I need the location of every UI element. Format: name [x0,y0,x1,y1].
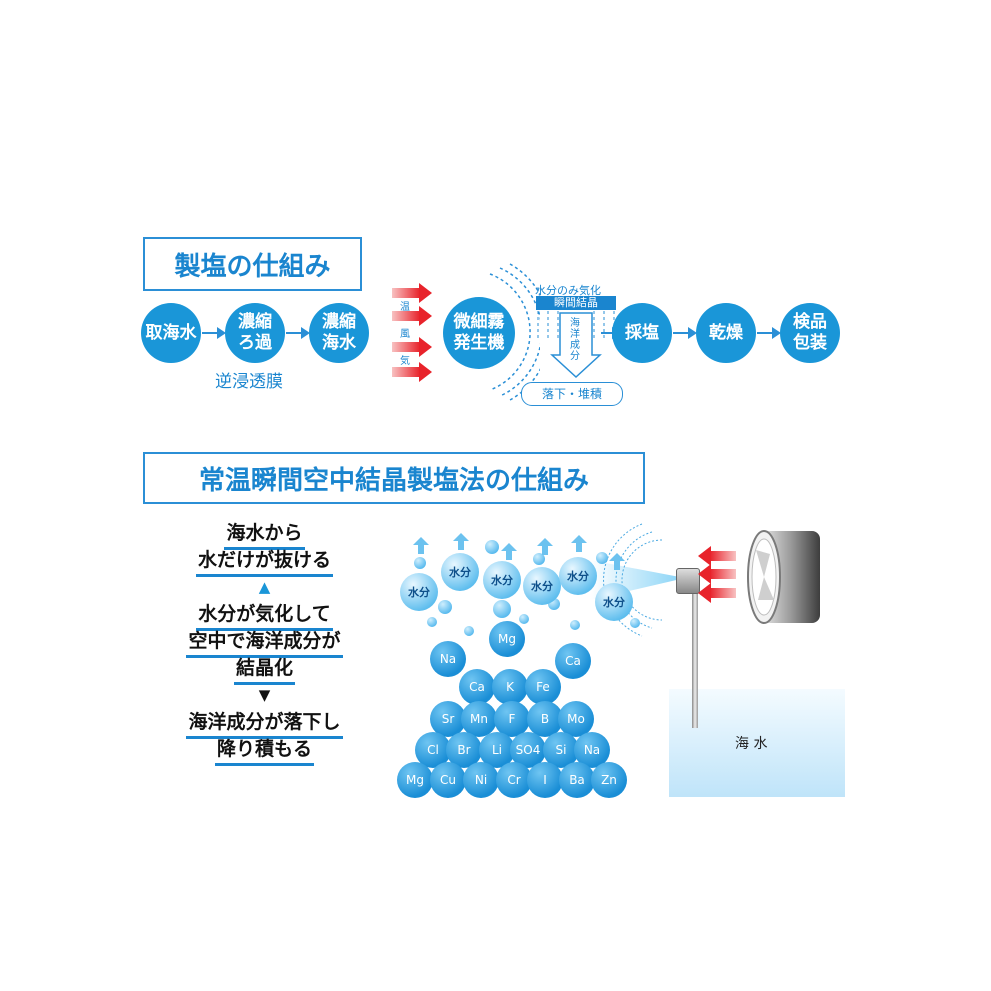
section1-title: 製塩の仕組み [143,237,362,291]
ion: Na [430,641,466,677]
step-intake: 取海水 [141,303,201,363]
ion: Ni [463,762,499,798]
warm-air-arrow [392,362,432,382]
warm-air-label: 温 [400,302,410,313]
ion: Mg [489,621,525,657]
ion: Mo [558,701,594,737]
step-dry-label: 乾燥 [709,322,743,343]
step-intake-label: 取海水 [145,322,197,343]
mist-wave-icon [489,263,540,401]
droplet [596,552,608,564]
ion: Zn [591,762,627,798]
water-bubble: 水分 [441,553,479,591]
flow-arrow [286,327,310,339]
ion: Ba [559,762,595,798]
air-intake-arrow [710,551,736,561]
rising-arrow-icon [609,553,625,570]
ion: Sr [430,701,466,737]
step-text: 海洋成分が落下し [186,709,343,739]
ion: Cr [496,762,532,798]
fan-icon [747,530,820,624]
droplet [438,600,452,614]
ion: Mg [397,762,433,798]
step-text: 空中で海洋成分が [186,628,343,658]
step-text: 結晶化 [233,655,295,685]
warm-air-arrow [392,283,432,303]
falling-lines-icon [537,311,615,379]
ion: I [527,762,563,798]
flow-arrow [202,327,226,339]
seawater-tank: 海 水 [669,689,845,797]
flow-arrow [673,327,697,339]
droplet [485,540,499,554]
water-bubble: 水分 [559,557,597,595]
ion: B [527,701,563,737]
step-package: 検品 包装 [780,303,840,363]
rising-arrow-icon [453,533,469,550]
step-mist-generator: 微細霧 発生機 [443,297,515,369]
step-mist-generator-label: 微細霧 発生機 [453,312,505,353]
droplet [493,600,511,618]
step-text: 降り積もる [214,736,314,766]
step-text: 水分が気化して [196,601,333,631]
air-intake-arrow [710,588,736,598]
step-filter: 濃縮 ろ過 [225,303,285,363]
step-concentrated: 濃縮 海水 [309,303,369,363]
ion: F [494,701,530,737]
section2-title: 常温瞬間空中結晶製塩法の仕組み [143,452,645,504]
ion: Ca [555,643,591,679]
marine-label: 海洋成分 [570,318,580,362]
step-dry: 乾燥 [696,303,756,363]
water-bubble: 水分 [400,573,438,611]
fall-label: 落下・堆積 [521,382,623,406]
droplet [464,626,474,636]
arrow-up-icon: ▲ [258,578,271,596]
ion: Cu [430,762,466,798]
warm-air-arrow [392,337,432,357]
step-text: 海水から [224,520,305,550]
step-harvest-label: 採塩 [625,322,659,343]
arrow-down-icon: ▼ [258,686,271,704]
pipe [692,580,698,728]
rising-arrow-icon [537,538,553,555]
warm-air-label: 風 [400,329,410,340]
membrane-label: 逆浸透膜 [215,372,283,392]
explanation-steps: 海水から 水だけが抜ける ▲ 水分が気化して 空中で海洋成分が 結晶化 ▼ 海洋… [172,520,357,766]
droplet [414,557,426,569]
crystal-label: 瞬間結晶 [536,296,616,310]
step-harvest: 採塩 [612,303,672,363]
warm-air-arrow [392,306,432,326]
warm-air-label: 気 [400,356,410,367]
rising-arrow-icon [413,537,429,554]
water-bubble: 水分 [483,561,521,599]
air-intake-arrow [710,569,736,579]
step-text: 水だけが抜ける [195,547,333,577]
rising-arrow-icon [501,543,517,560]
droplet [533,553,545,565]
step-filter-label: 濃縮 ろ過 [238,312,272,353]
water-bubble: 水分 [595,583,633,621]
step-package-label: 検品 包装 [793,312,827,353]
ion: K [492,669,528,705]
ion: Ca [459,669,495,705]
water-bubble: 水分 [523,567,561,605]
rising-arrow-icon [571,535,587,552]
droplet [570,620,580,630]
nozzle-icon [676,568,700,594]
flow-arrow [757,327,781,339]
ion: Mn [461,701,497,737]
seawater-label: 海 水 [735,736,768,752]
droplet [427,617,437,627]
ion: Fe [525,669,561,705]
droplet [630,618,640,628]
evaporation-label: 水分のみ気化 [535,284,601,297]
step-concentrated-label: 濃縮 海水 [322,312,356,353]
droplet [519,614,529,624]
